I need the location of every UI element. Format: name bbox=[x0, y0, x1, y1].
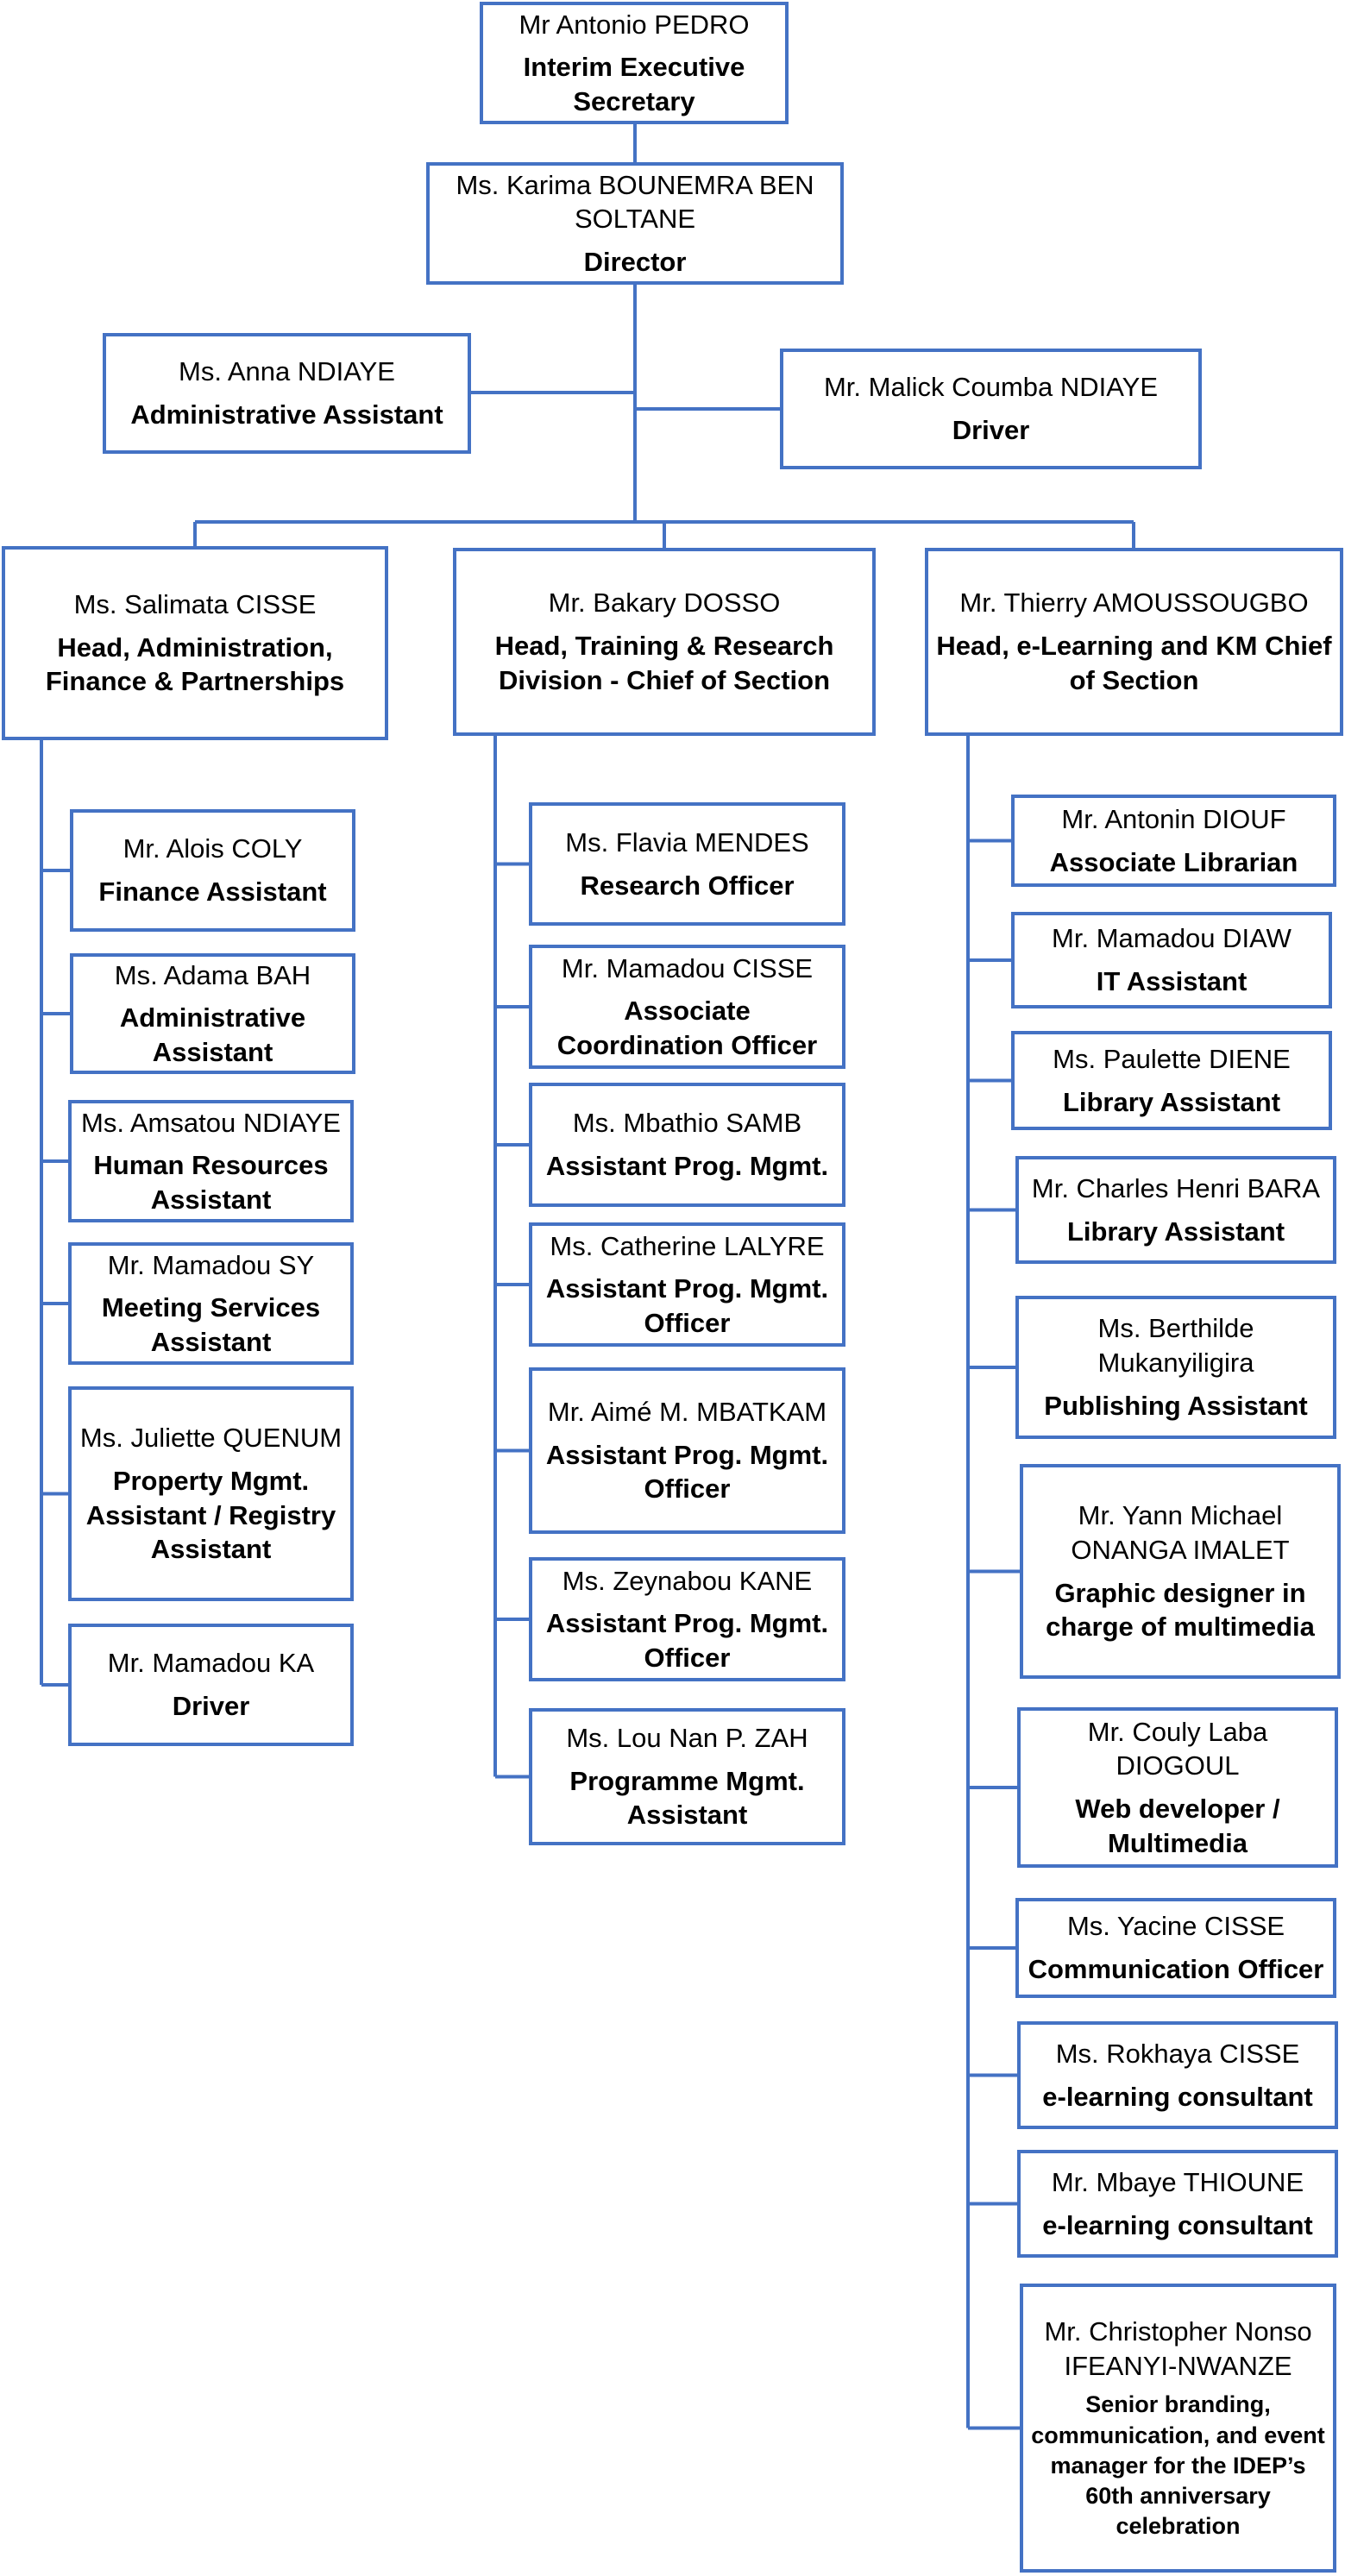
person-name: Mr. Mamadou DIAW bbox=[1052, 923, 1292, 954]
person-name: Mr. Mamadou KA bbox=[107, 1648, 315, 1679]
staff-box: Mr. Mamadou KA Driver bbox=[68, 1624, 354, 1746]
admin-assistant-box: Ms. Anna NDIAYE Administrative Assistant bbox=[103, 333, 471, 454]
person-name: Ms. Salimata CISSE bbox=[73, 588, 317, 619]
job-title: Head, Administration, Finance & Partners… bbox=[45, 631, 345, 697]
job-title: Associate Coordination Officer bbox=[556, 996, 818, 1060]
staff-box: Ms. Paulette DIENE Library Assistant bbox=[1011, 1031, 1332, 1130]
staff-box: Ms. Juliette QUENUM Property Mgmt. Assist… bbox=[68, 1386, 354, 1601]
job-title: Head, e-Learning and KM Chief of Section bbox=[936, 631, 1332, 695]
staff-box: Ms. Amsatou NDIAYE Human Resources Assist… bbox=[68, 1100, 354, 1222]
person-name: Ms. Adama BAH bbox=[114, 959, 311, 990]
staff-box: Ms. Lou Nan P. ZAH Programme Mgmt. Assist… bbox=[529, 1708, 845, 1845]
staff-box: Ms. Yacine CISSE Communication Officer bbox=[1015, 1898, 1336, 1998]
person-name: Ms. Yacine CISSE bbox=[1066, 1911, 1285, 1942]
person-name: Mr. Antonin DIOUF bbox=[1061, 803, 1286, 834]
staff-box: Mr. Antonin DIOUF Associate Librarian bbox=[1011, 795, 1336, 887]
job-title: Library Assistant bbox=[1066, 1216, 1285, 1247]
person-name: Mr. Alois COLY bbox=[123, 833, 303, 864]
person-name: Mr Antonio PEDRO bbox=[519, 9, 750, 40]
person-name: Ms. Berthilde Mukanyiligira bbox=[1097, 1313, 1254, 1379]
person-name: Ms. Catherine LALYRE bbox=[550, 1230, 825, 1261]
staff-box: Mr. Mamadou CISSE Associate Coordination … bbox=[529, 945, 845, 1069]
person-name: Ms. Juliette QUENUM bbox=[79, 1423, 343, 1454]
person-name: Ms. Anna NDIAYE bbox=[179, 356, 395, 387]
person-name: Ms. Lou Nan P. ZAH bbox=[566, 1722, 808, 1753]
job-title: Administrative Assistant bbox=[130, 399, 443, 430]
job-title: Director bbox=[583, 246, 687, 277]
staff-box: Mr. Mamadou DIAW IT Assistant bbox=[1011, 912, 1332, 1008]
job-title: Driver bbox=[172, 1691, 250, 1721]
job-title: Senior branding, communication, and even… bbox=[1031, 2391, 1325, 2539]
staff-box: Mr. Mbaye THIOUNE e-learning consultant bbox=[1017, 2150, 1338, 2258]
staff-box: Ms. Mbathio SAMB Assistant Prog. Mgmt. bbox=[529, 1083, 845, 1207]
exec-box: Mr Antonio PEDRO Interim Executive Secret… bbox=[480, 2, 789, 124]
job-title: Publishing Assistant bbox=[1044, 1390, 1308, 1421]
job-title: Property Mgmt. Assistant / Registry Assi… bbox=[85, 1465, 336, 1565]
job-title: Library Assistant bbox=[1062, 1086, 1281, 1117]
staff-box: Mr. Aimé M. MBATKAM Assistant Prog. Mgmt.… bbox=[529, 1367, 845, 1534]
job-title: Administrative Assistant bbox=[119, 1002, 306, 1067]
job-title: e-learning consultant bbox=[1042, 2081, 1313, 2112]
person-name: Mr. Bakary DOSSO bbox=[548, 587, 781, 619]
job-title: Programme Mgmt. Assistant bbox=[569, 1765, 805, 1831]
person-name: Mr. Yann Michael ONANGA IMALET bbox=[1071, 1500, 1290, 1565]
staff-box: Ms. Flavia MENDES Research Officer bbox=[529, 802, 845, 926]
director-box: Ms. Karima BOUNEMRA BEN SOLTANE Director bbox=[426, 162, 844, 285]
job-title: Driver bbox=[952, 415, 1030, 445]
staff-box: Ms. Rokhaya CISSE e-learning consultant bbox=[1017, 2021, 1338, 2129]
person-name: Ms. Flavia MENDES bbox=[565, 826, 809, 858]
person-name: Mr. Aimé M. MBATKAM bbox=[547, 1396, 827, 1427]
driver-box: Mr. Malick Coumba NDIAYE Driver bbox=[780, 349, 1202, 469]
staff-box: Mr. Yann Michael ONANGA IMALET Graphic de… bbox=[1020, 1464, 1341, 1679]
person-name: Mr. Mamadou CISSE bbox=[561, 952, 814, 983]
job-title: IT Assistant bbox=[1096, 966, 1248, 996]
division-head-box: Mr. Bakary DOSSO Head, Training & Researc… bbox=[453, 548, 876, 736]
person-name: Mr. Mbaye THIOUNE bbox=[1051, 2166, 1304, 2197]
job-title: Finance Assistant bbox=[98, 876, 327, 907]
staff-box: Ms. Adama BAH Administrative Assistant bbox=[70, 953, 355, 1074]
job-title: Assistant Prog. Mgmt. Officer bbox=[545, 1608, 829, 1673]
person-name: Mr. Charles Henri BARA bbox=[1031, 1172, 1321, 1203]
person-name: Mr. Christopher Nonso IFEANYI-NWANZE bbox=[1044, 2316, 1312, 2381]
division-head-box: Ms. Salimata CISSE Head, Administration, … bbox=[2, 546, 388, 740]
staff-box: Ms. Catherine LALYRE Assistant Prog. Mgmt… bbox=[529, 1222, 845, 1347]
job-title: Research Officer bbox=[580, 870, 795, 901]
person-name: Mr. Mamadou SY bbox=[107, 1249, 315, 1280]
job-title: Meeting Services Assistant bbox=[101, 1292, 321, 1357]
division-head-box: Mr. Thierry AMOUSSOUGBO Head, e-Learning … bbox=[925, 548, 1343, 736]
staff-box: Mr. Christopher Nonso IFEANYI-NWANZE Seni… bbox=[1020, 2284, 1336, 2573]
job-title: Associate Librarian bbox=[1049, 846, 1298, 877]
job-title: Head, Training & Research Division - Chi… bbox=[494, 631, 834, 695]
job-title: Assistant Prog. Mgmt. Officer bbox=[545, 1273, 829, 1338]
person-name: Ms. Zeynabou KANE bbox=[562, 1565, 813, 1596]
job-title: Graphic designer in charge of multimedia bbox=[1046, 1577, 1315, 1643]
person-name: Ms. Mbathio SAMB bbox=[572, 1108, 802, 1139]
person-name: Mr. Thierry AMOUSSOUGBO bbox=[959, 587, 1309, 619]
job-title: Web developer / Multimedia bbox=[1075, 1794, 1280, 1858]
staff-box: Mr. Alois COLY Finance Assistant bbox=[70, 809, 355, 932]
job-title: Communication Officer bbox=[1028, 1954, 1324, 1984]
person-name: Mr. Malick Coumba NDIAYE bbox=[823, 372, 1158, 403]
person-name: Ms. Paulette DIENE bbox=[1053, 1043, 1291, 1074]
job-title: Assistant Prog. Mgmt. Officer bbox=[545, 1439, 829, 1505]
staff-box: Mr. Charles Henri BARA Library Assistant bbox=[1015, 1156, 1336, 1264]
staff-box: Ms. Zeynabou KANE Assistant Prog. Mgmt. O… bbox=[529, 1557, 845, 1681]
staff-box: Mr. Couly Laba DIOGOUL Web developer / Mu… bbox=[1017, 1707, 1338, 1868]
person-name: Ms. Rokhaya CISSE bbox=[1055, 2038, 1300, 2069]
person-name: Ms. Karima BOUNEMRA BEN SOLTANE bbox=[456, 169, 814, 235]
person-name: Mr. Couly Laba DIOGOUL bbox=[1087, 1716, 1268, 1781]
person-name: Ms. Amsatou NDIAYE bbox=[81, 1107, 341, 1138]
staff-box: Mr. Mamadou SY Meeting Services Assistant bbox=[68, 1242, 354, 1365]
job-title: Interim Executive Secretary bbox=[523, 52, 745, 116]
job-title: Human Resources Assistant bbox=[93, 1150, 329, 1215]
job-title: Assistant Prog. Mgmt. bbox=[545, 1151, 829, 1181]
job-title: e-learning consultant bbox=[1042, 2209, 1313, 2240]
